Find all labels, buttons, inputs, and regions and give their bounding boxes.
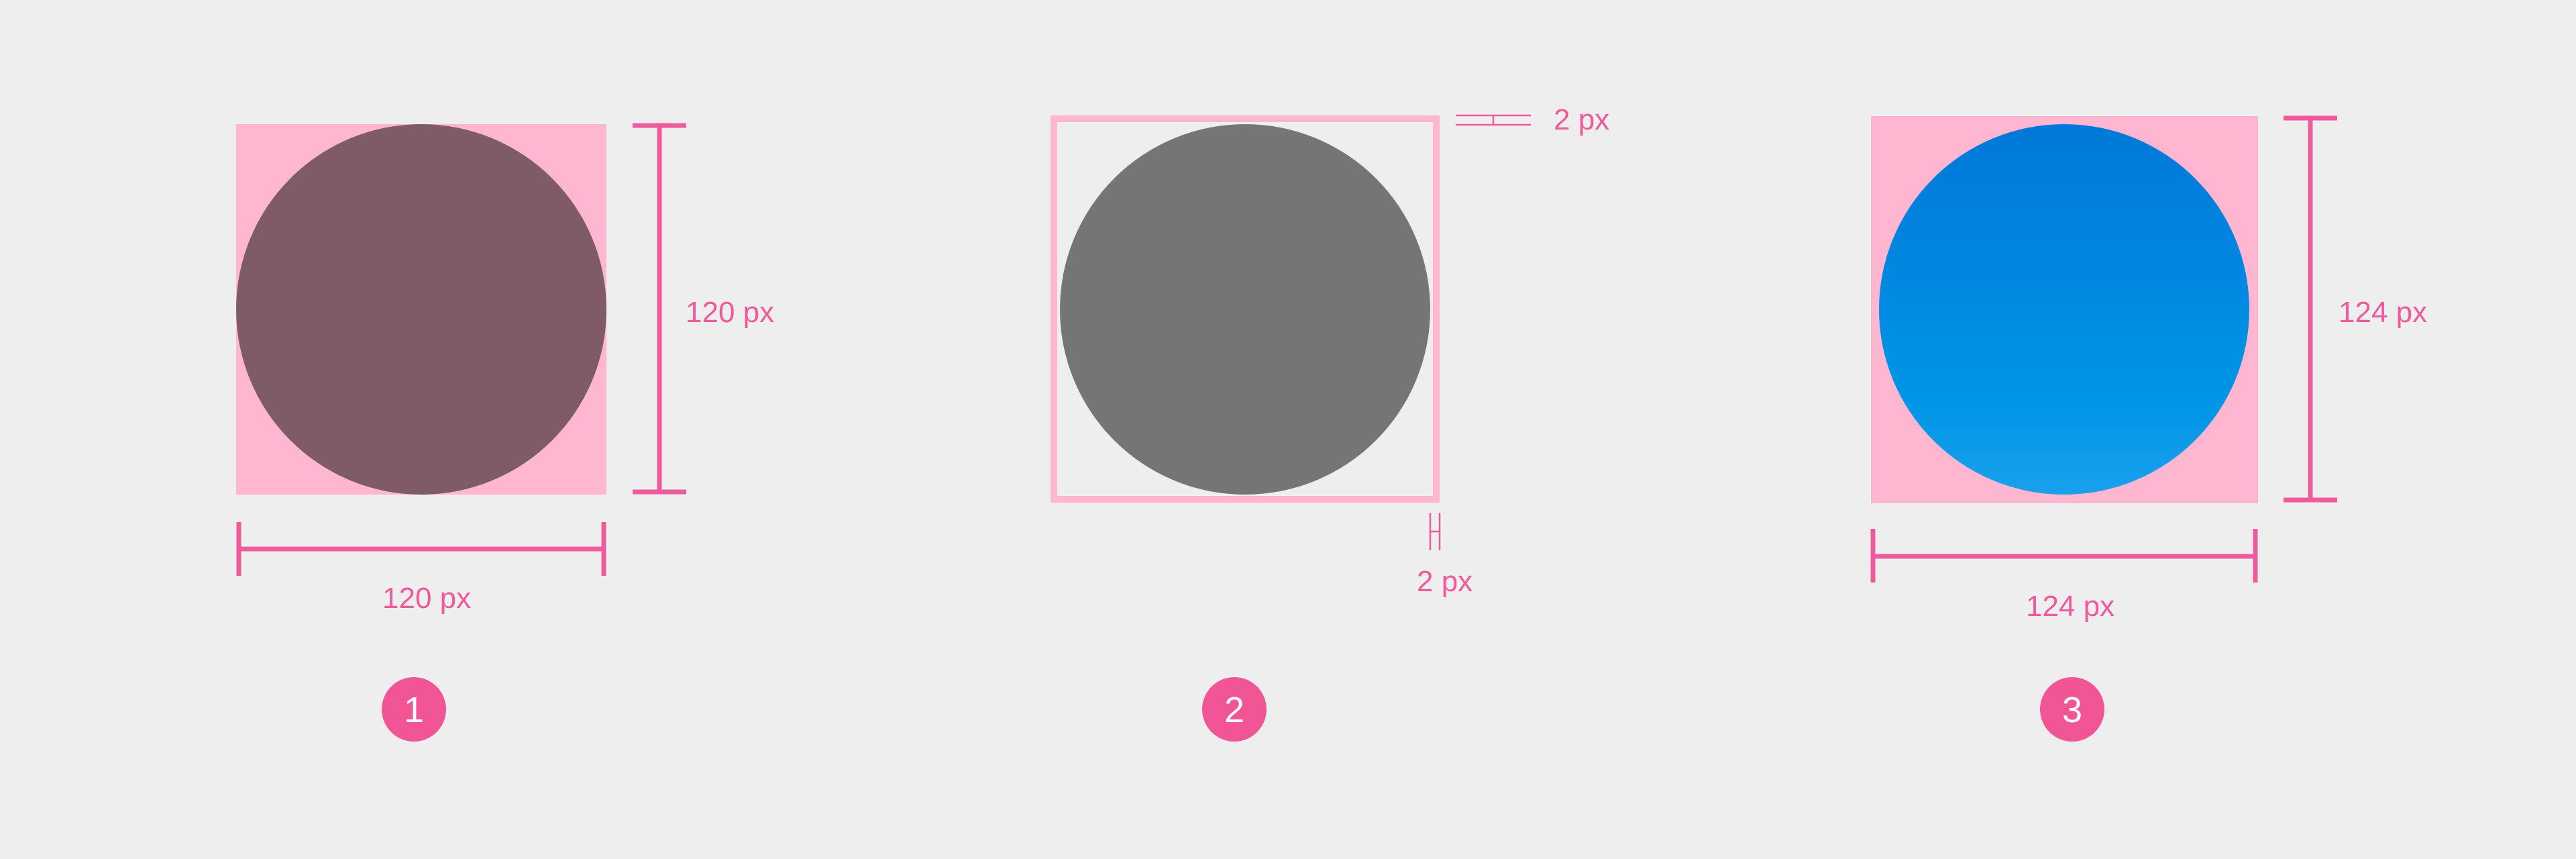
example-2-bottom-thickness-marker — [1429, 513, 1441, 550]
example-1-badge — [382, 677, 446, 742]
example-2: 2 px 2 px 2 — [1051, 103, 1609, 742]
example-3-circle — [1879, 124, 2249, 495]
example-1-height-label: 120 px — [686, 296, 774, 329]
example-3-badge-number: 3 — [2062, 690, 2082, 730]
example-2-top-thickness-marker — [1456, 114, 1531, 126]
example-3-height-label: 124 px — [2339, 296, 2427, 329]
example-1-width-label: 120 px — [382, 582, 471, 615]
example-3-width-label: 124 px — [2026, 590, 2114, 623]
example-1-badge-number: 1 — [404, 690, 424, 730]
example-3-badge — [2040, 677, 2104, 742]
example-3-width-dimension — [1870, 529, 2258, 583]
example-2-bottom-label: 2 px — [1417, 565, 1472, 598]
example-2-top-label: 2 px — [1554, 103, 1609, 136]
example-1-height-dimension — [633, 123, 686, 495]
example-1: 120 px 120 px 1 — [236, 123, 774, 742]
example-1-width-dimension — [236, 522, 606, 576]
example-2-badge — [1202, 677, 1267, 742]
example-2-outline-square — [1051, 115, 1440, 503]
example-3: 124 px 124 px 3 — [1870, 115, 2427, 742]
example-1-circle — [236, 124, 606, 495]
example-2-badge-number: 2 — [1224, 690, 1244, 730]
example-3-height-dimension — [2284, 115, 2337, 503]
example-2-circle — [1060, 124, 1430, 495]
